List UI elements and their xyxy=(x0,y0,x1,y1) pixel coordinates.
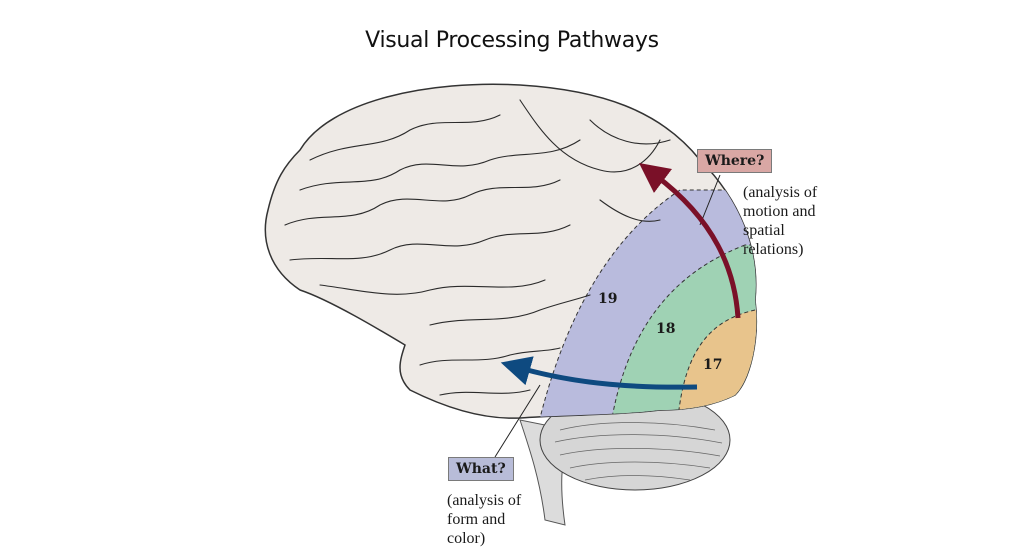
page-title: Visual Processing Pathways xyxy=(365,28,659,53)
cortex-folds xyxy=(284,99,671,396)
what-pointer-line xyxy=(494,384,541,458)
where-description: (analysis of motion and spatial relation… xyxy=(743,184,818,258)
area-19-label: 19 xyxy=(598,291,617,307)
area-17-label: 17 xyxy=(703,357,722,373)
what-label: What? xyxy=(448,457,514,481)
area-18-label: 18 xyxy=(656,321,675,337)
cerebellum-folia xyxy=(554,422,723,481)
where-pointer-line xyxy=(699,174,721,226)
where-label: Where? xyxy=(697,149,773,173)
ventral-pathway-arrow xyxy=(500,356,698,390)
dorsal-pathway-arrow xyxy=(639,162,741,319)
what-description: (analysis of form and color) xyxy=(447,492,522,547)
